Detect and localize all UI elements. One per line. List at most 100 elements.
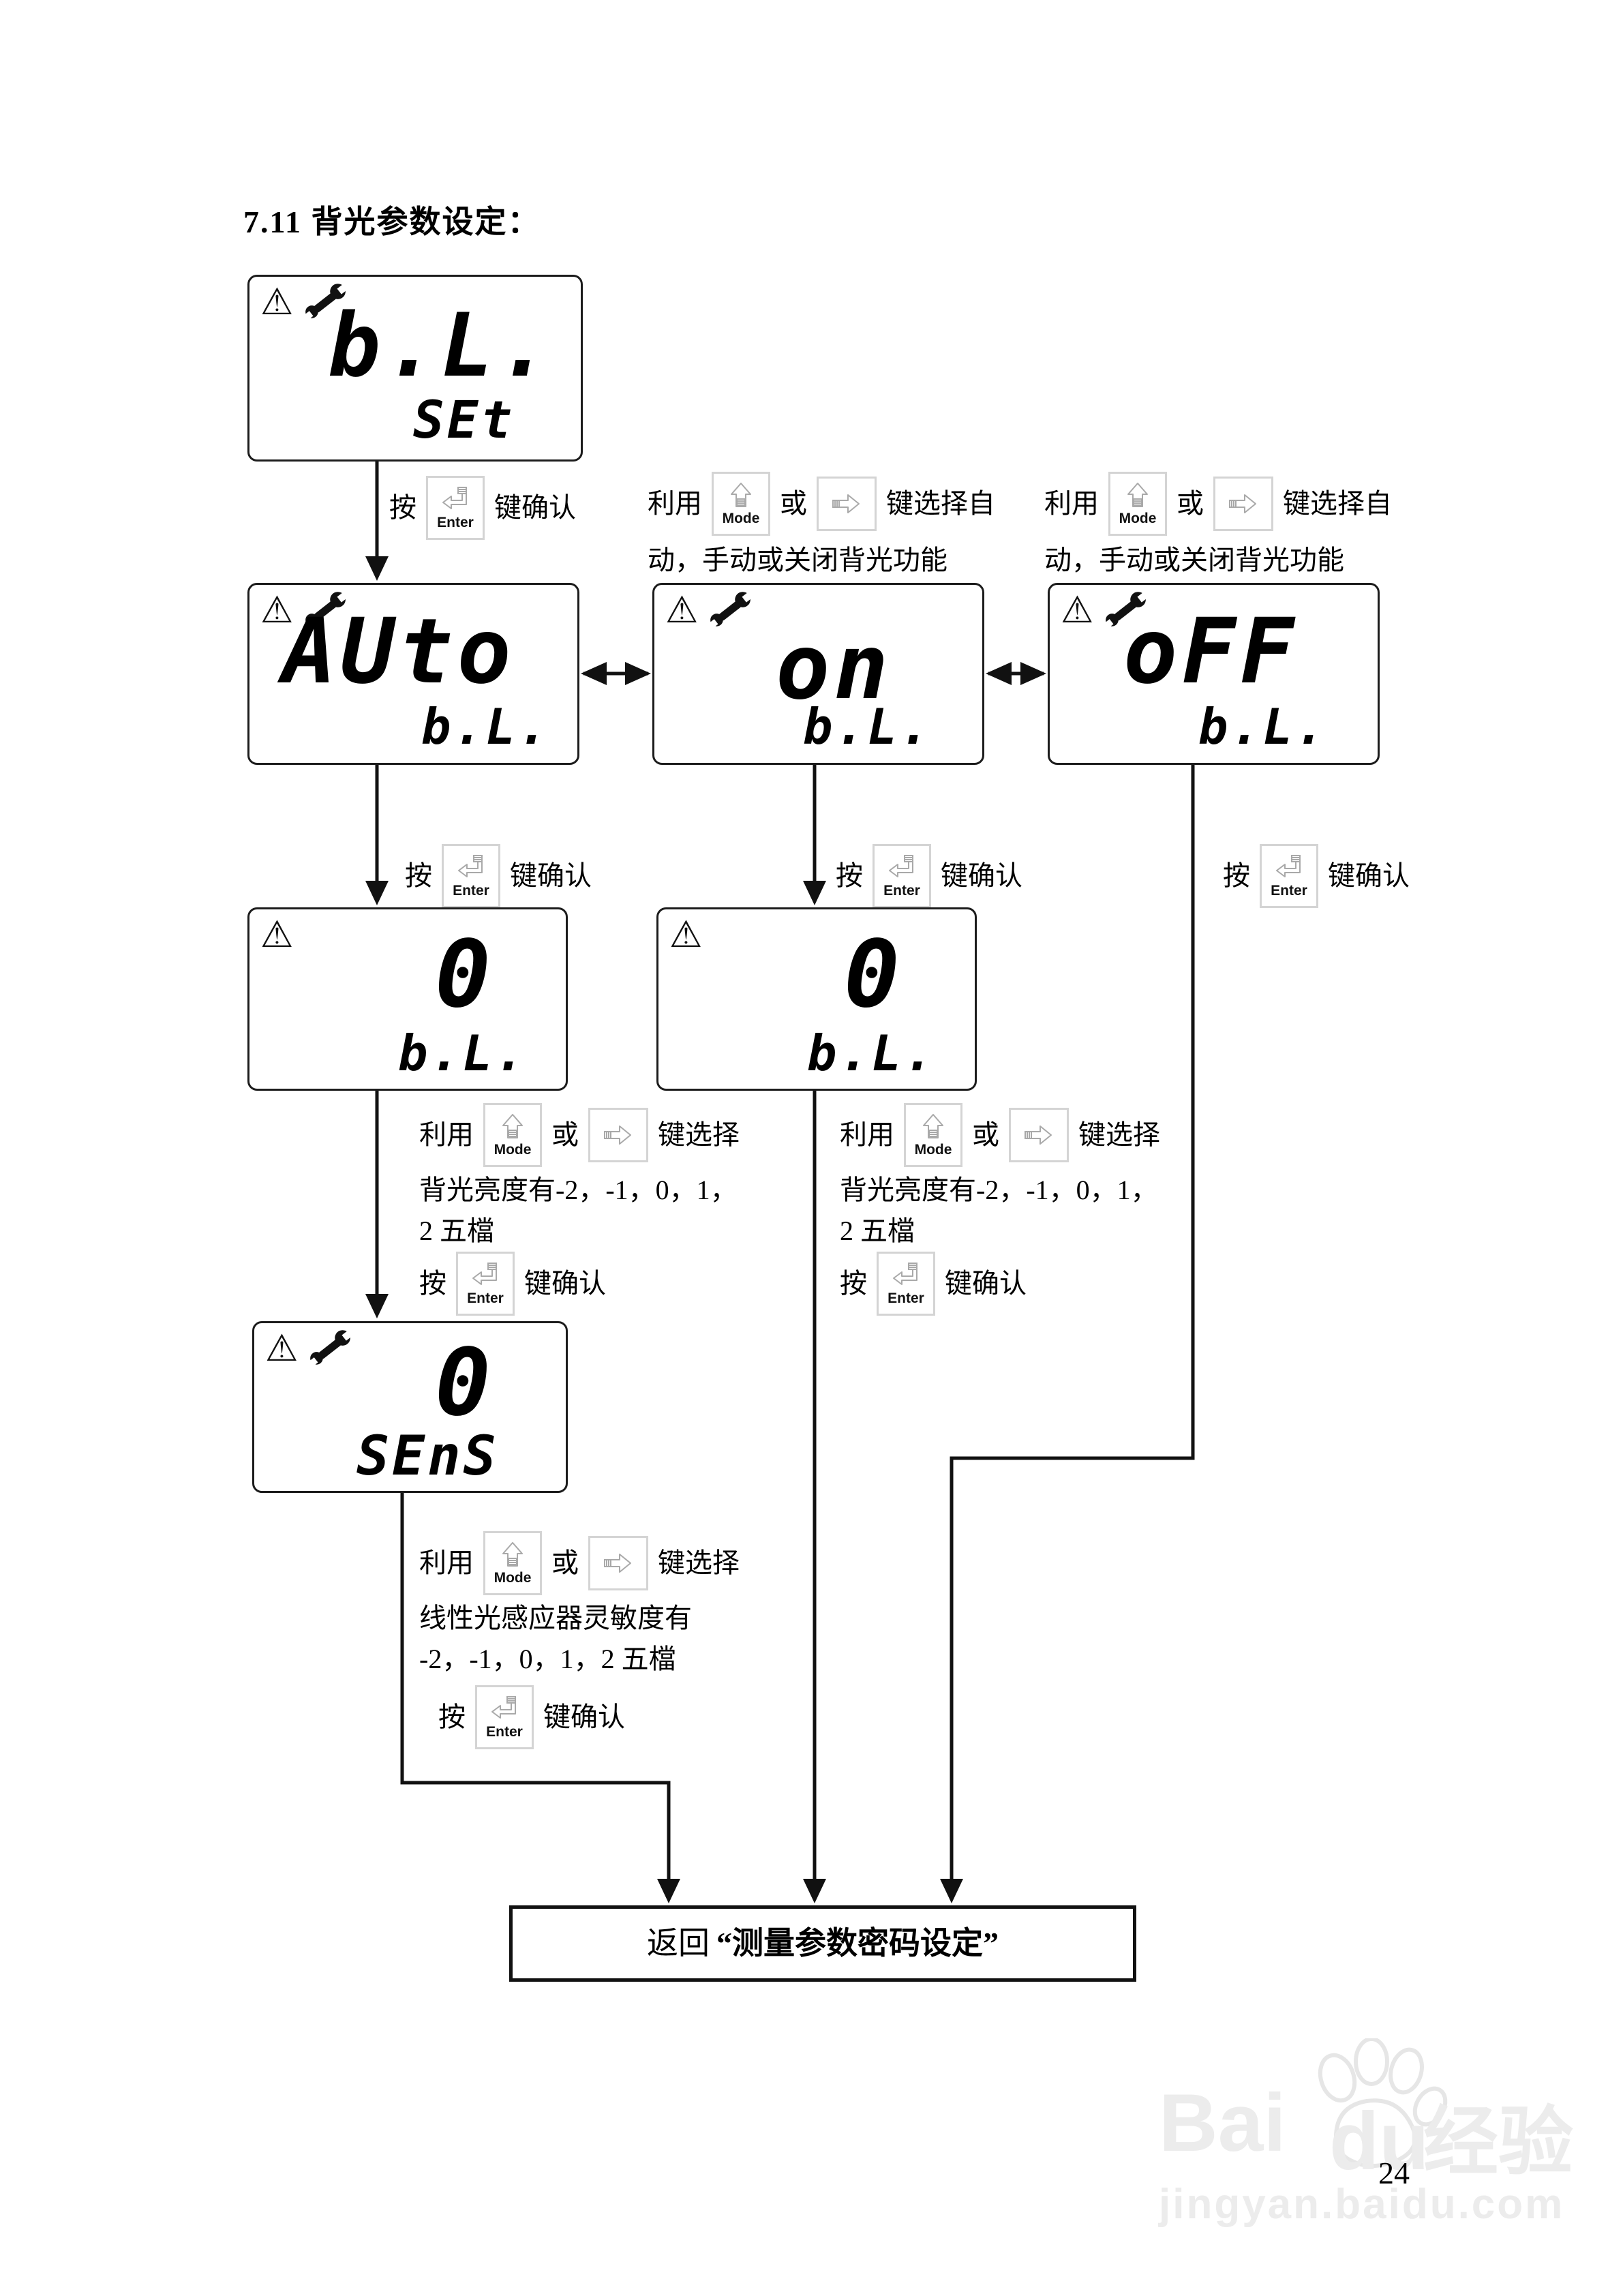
mode-key-label: Mode (494, 1570, 532, 1586)
mode-key-label: Mode (722, 511, 760, 526)
confirm-text: 键确认 (494, 492, 576, 523)
enter-key-icon: Enter (426, 476, 485, 540)
lcd-status-icons: ⚠ (260, 592, 348, 629)
press-text: 按 (840, 1268, 867, 1299)
enter-key-icon: Enter (873, 844, 931, 908)
note-line: 利用 Mode 或 键选择自 (648, 472, 995, 536)
mode-key-icon: Mode (483, 1103, 542, 1167)
note-line: 线性光感应器灵敏度有 (419, 1603, 692, 1633)
note-line: 利用 Mode 或 键选择 (840, 1103, 1160, 1167)
sensitivity-select-note: 利用 Mode 或 键选择 线性光感应器灵敏度有 -2，-1，0，1，2 五檔 … (419, 1531, 740, 1749)
lcd-main-text: AUto (282, 599, 515, 704)
enter-key-icon: Enter (456, 1252, 515, 1316)
watermark-brand-cjk: 经验 (1423, 2100, 1573, 2184)
lcd-main-text: 0 (844, 921, 904, 1029)
lcd-sub-text: b.L. (421, 698, 551, 755)
note-line: 背光亮度有-2，-1，0，1， (840, 1175, 1158, 1205)
lcd-sub-text: SEt (413, 389, 515, 450)
use-text: 利用 (419, 1119, 474, 1150)
or-text: 或 (972, 1119, 999, 1150)
press-text: 按 (438, 1702, 466, 1732)
lcd-sub-text: b.L. (398, 1025, 528, 1082)
or-text: 或 (551, 1547, 579, 1578)
confirm-text: 键确认 (941, 860, 1022, 891)
press-enter-note: 按 Enter 键确认 (419, 1252, 606, 1316)
lcd-bl-level-left: ⚠ 0 b.L. (247, 907, 568, 1091)
lcd-auto: ⚠ AUto b.L. (247, 583, 579, 765)
lcd-bl-level-mid: ⚠ 0 b.L. (656, 907, 977, 1091)
note-line: 2 五檔 (419, 1215, 494, 1246)
note-line: -2，-1，0，1，2 五檔 (419, 1644, 676, 1674)
mode-key-icon: Mode (712, 472, 770, 536)
lcd-status-icons: ⚠ (665, 592, 753, 629)
lcd-off: ⚠ oFF b.L. (1048, 583, 1380, 765)
mode-key-label: Mode (1119, 511, 1157, 526)
wrench-icon (304, 284, 348, 320)
enter-key-label: Enter (467, 1290, 504, 1306)
return-prefix-text: 返回 (647, 1926, 710, 1961)
enter-key-label: Enter (888, 1290, 924, 1306)
lcd-main-text: b.L. (328, 295, 555, 397)
return-box: 返回 “测量参数密码设定” (509, 1905, 1136, 1982)
note-line: 背光亮度有-2，-1，0，1， (419, 1175, 738, 1205)
press-text: 按 (1223, 860, 1250, 891)
use-text: 利用 (648, 488, 702, 519)
wrench-icon (709, 592, 753, 629)
warning-icon: ⚠ (260, 913, 294, 956)
watermark-brand-bai: Bai (1159, 2077, 1286, 2169)
brightness-select-note-right: 利用 Mode 或 键选择 背光亮度有-2，-1，0，1， 2 五檔 按 (840, 1103, 1160, 1316)
warning-icon: ⚠ (260, 588, 294, 631)
mode-key-label: Mode (494, 1142, 532, 1158)
brightness-select-note-left: 利用 Mode 或 键选择 背光亮度有-2，-1，0，1， 2 五檔 按 (419, 1103, 740, 1316)
note-line: 利用 Mode 或 键选择 (419, 1531, 740, 1595)
lcd-status-icons: ⚠ (1061, 592, 1148, 629)
right-arrow-key-icon (588, 1108, 648, 1162)
enter-key-icon: Enter (475, 1685, 534, 1749)
lcd-main-text: oFF (1123, 599, 1299, 704)
press-enter-note: 按 Enter 键确认 (438, 1685, 625, 1749)
page-number: 24 (1378, 2156, 1410, 2190)
select-backlight-note-left: 利用 Mode 或 键选择自 动，手动或关闭背光功能 (648, 472, 995, 578)
return-target-text: “测量参数密码设定” (716, 1926, 999, 1961)
choose-text: 键选择自 (886, 488, 995, 519)
lcd-sub-text: b.L. (803, 698, 932, 755)
or-text: 或 (551, 1119, 579, 1150)
right-arrow-key-icon (588, 1536, 648, 1590)
lcd-on: ⚠ on b.L. (652, 583, 984, 765)
watermark-site: jingyan.baidu.com (1159, 2181, 1565, 2228)
press-text: 按 (419, 1268, 446, 1299)
press-enter-note: 按 Enter 键确认 (1223, 844, 1410, 908)
wrench-icon (1104, 592, 1148, 629)
watermark-brand-du: du (1329, 2096, 1429, 2187)
press-text: 按 (389, 492, 416, 523)
wrench-icon (304, 592, 348, 629)
note-line: 利用 Mode 或 键选择 (419, 1103, 740, 1167)
enter-key-label: Enter (486, 1724, 523, 1740)
choose-text: 键选择自 (1283, 488, 1392, 519)
lcd-sub-text: SEnS (357, 1424, 499, 1487)
use-text: 利用 (419, 1547, 474, 1578)
mode-key-icon: Mode (1108, 472, 1167, 536)
use-text: 利用 (1044, 488, 1099, 519)
press-text: 按 (836, 860, 863, 891)
press-text: 按 (405, 860, 432, 891)
note-line: 利用 Mode 或 键选择自 (1044, 472, 1392, 536)
right-arrow-key-icon (1009, 1108, 1069, 1162)
press-enter-note: 按 Enter 键确认 (836, 844, 1022, 908)
choose-text: 键选择 (658, 1547, 740, 1578)
enter-key-label: Enter (453, 883, 489, 898)
or-text: 或 (1177, 488, 1204, 519)
or-text: 或 (780, 488, 807, 519)
lcd-sens: ⚠ 0 SEnS (252, 1321, 568, 1493)
use-text: 利用 (840, 1119, 894, 1150)
choose-text: 键选择 (658, 1119, 740, 1150)
mode-key-icon: Mode (483, 1531, 542, 1595)
note-line: 2 五檔 (840, 1215, 915, 1246)
lcd-sub-text: b.L. (807, 1025, 937, 1082)
mode-key-label: Mode (914, 1142, 952, 1158)
lcd-status-icons: ⚠ (260, 916, 293, 953)
note-line: 动，手动或关闭背光功能 (1044, 545, 1344, 575)
confirm-text: 键确认 (543, 1702, 625, 1732)
enter-key-label: Enter (883, 883, 920, 898)
